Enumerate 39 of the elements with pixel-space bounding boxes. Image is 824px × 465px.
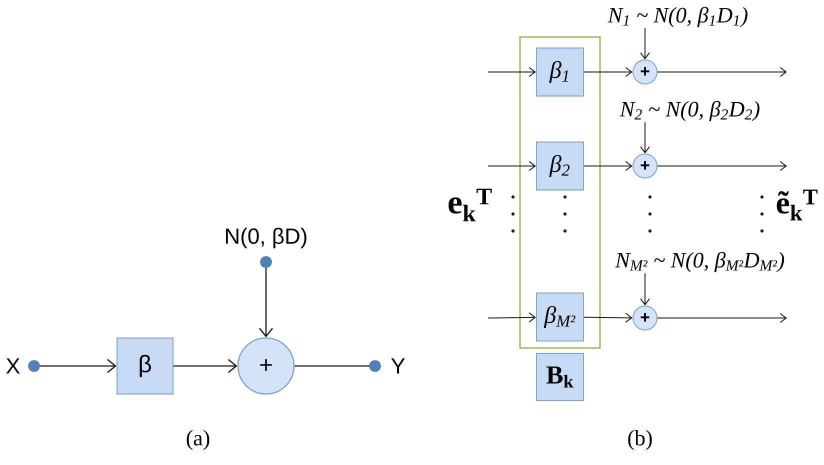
panel-label: (a) <box>186 430 210 450</box>
gain-block: β$_{2}$ <box>536 142 584 190</box>
signal-label: Y <box>391 358 405 374</box>
summing-junction: + <box>632 60 658 84</box>
summing-junction: + <box>237 337 295 395</box>
arrow <box>40 358 117 373</box>
matrix-block: B$_{k}$ <box>536 353 584 401</box>
arrow <box>488 161 536 171</box>
noise-label: N$_{1}$ ~ N(0, β$_{1}$D$_{1}$) <box>608 6 748 28</box>
arrow <box>584 67 632 77</box>
terminal-dot <box>260 256 272 268</box>
arrow <box>488 67 536 77</box>
arrow <box>657 67 787 77</box>
gain-block: β <box>116 338 174 394</box>
arrow <box>657 161 787 171</box>
arrow <box>174 359 238 373</box>
arrow <box>584 161 632 171</box>
summing-junction: + <box>632 154 658 178</box>
noise-label: N$_{M²}$ ~ N(0, β$_{M²}$D$_{M²}$) <box>615 252 784 272</box>
terminal-dot <box>369 360 381 372</box>
terminal-dot <box>28 360 40 372</box>
summing-junction: + <box>632 306 658 330</box>
arrow <box>640 122 650 154</box>
panel-label: (b) <box>628 430 652 450</box>
vector-label: e$_{k}$T <box>448 188 492 222</box>
arrow <box>584 312 632 323</box>
arrow <box>259 268 274 338</box>
arrow <box>657 313 787 323</box>
connector-line <box>294 365 370 367</box>
noise-label: N$_{2}$ ~ N(0, β$_{2}$D$_{2}$) <box>620 100 760 122</box>
gain-block: β$_{M²}$ <box>536 292 584 342</box>
group-frame <box>519 36 601 349</box>
vector-label: ẽ$_{k}$T <box>776 190 818 220</box>
signal-label: N(0, βD) <box>226 228 306 248</box>
arrow <box>640 28 650 60</box>
gain-block: β$_{1}$ <box>536 48 584 96</box>
signal-label: X <box>6 358 20 374</box>
arrow <box>488 312 536 322</box>
arrow <box>640 272 650 306</box>
